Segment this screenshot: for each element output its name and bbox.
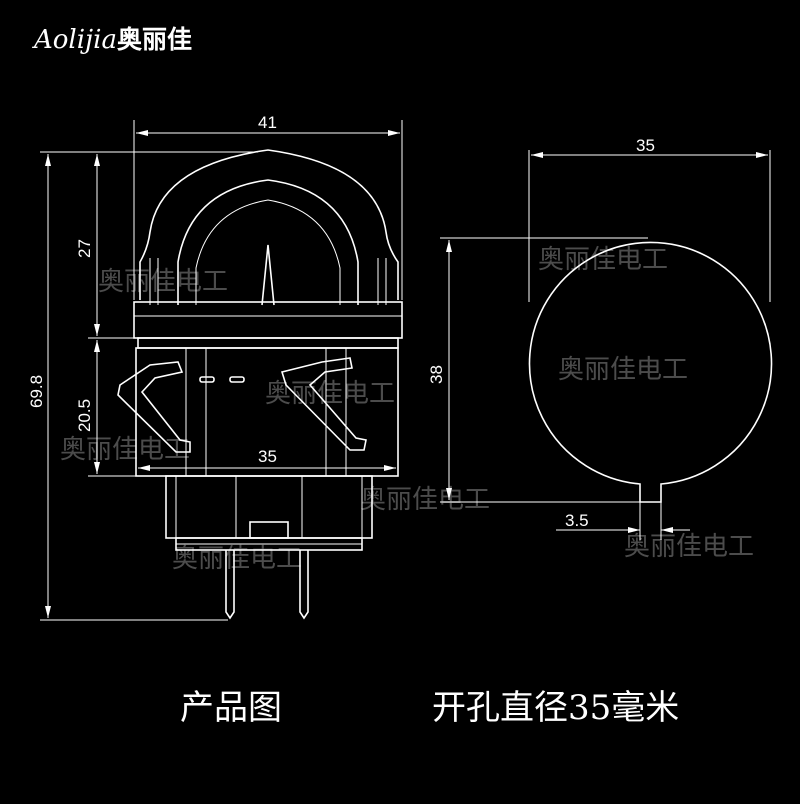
cutout-outline bbox=[528, 241, 773, 503]
product-outline bbox=[117, 149, 403, 620]
watermark-text: 奥丽佳电工 bbox=[360, 485, 490, 515]
dimension-top-width: 41 bbox=[258, 113, 277, 132]
collar bbox=[137, 337, 399, 349]
dome-cap-inner bbox=[177, 179, 359, 305]
watermark-text: 奥丽佳电工 bbox=[265, 379, 395, 409]
caption-cutout: 开孔直径35毫米 bbox=[432, 688, 680, 728]
terminal-base bbox=[165, 475, 373, 539]
product-dimensions: 41 27 20.5 69.8 35 bbox=[27, 113, 403, 621]
watermark-text: 奥丽佳电工 bbox=[98, 267, 228, 297]
dimension-hole-diameter: 35 bbox=[636, 136, 655, 155]
brand-latin: Aolijia bbox=[34, 25, 117, 55]
brand-logo: Aolijia奥丽佳 bbox=[34, 20, 192, 56]
right-snap-clip bbox=[280, 357, 367, 451]
watermark-text: 奥丽佳电工 bbox=[624, 532, 754, 562]
dome-cap-inner-line bbox=[195, 199, 341, 305]
terminal-pin bbox=[225, 550, 235, 620]
watermark-text: 奥丽佳电工 bbox=[558, 355, 688, 385]
watermark-text: 奥丽佳电工 bbox=[172, 544, 302, 574]
cutout-hole bbox=[528, 241, 773, 503]
terminal-pin bbox=[299, 550, 309, 620]
dimension-cap-height: 27 bbox=[75, 239, 94, 258]
watermark-text: 奥丽佳电工 bbox=[60, 435, 190, 465]
cutout-dimensions: 35 38 3.5 bbox=[427, 136, 771, 540]
dimension-body-height: 20.5 bbox=[75, 399, 94, 432]
dimension-total-height: 69.8 bbox=[27, 375, 46, 408]
caption-product-view: 产品图 bbox=[180, 688, 282, 728]
watermark-text: 奥丽佳电工 bbox=[538, 245, 668, 275]
dimension-body-width: 35 bbox=[258, 447, 277, 466]
dome-cap-outer bbox=[139, 149, 399, 300]
center-spike bbox=[261, 244, 275, 306]
dimension-key-width: 3.5 bbox=[565, 511, 589, 530]
left-snap-clip bbox=[117, 361, 191, 453]
brand-cjk: 奥丽佳 bbox=[116, 25, 192, 54]
bezel-ring bbox=[133, 301, 403, 339]
dimension-hole-height: 38 bbox=[427, 365, 446, 384]
watermark-layer: 奥丽佳电工 奥丽佳电工 奥丽佳电工 奥丽佳电工 奥丽佳电工 奥丽佳电工 奥丽佳电… bbox=[60, 245, 754, 574]
